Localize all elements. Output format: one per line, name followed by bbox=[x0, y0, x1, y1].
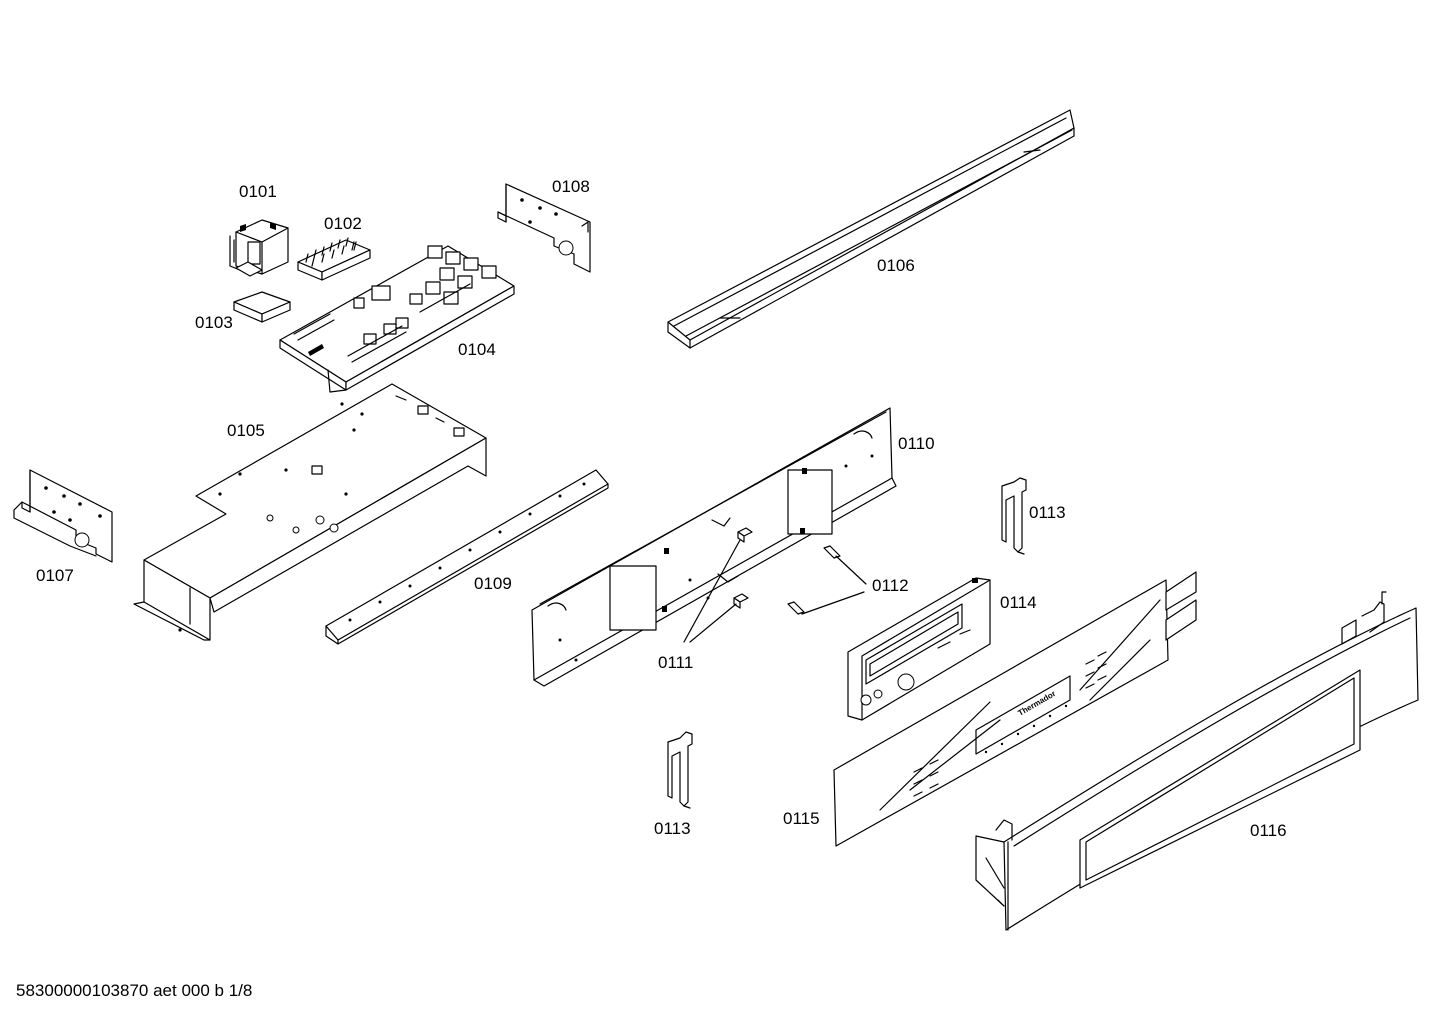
part-0108-side-bracket bbox=[497, 183, 591, 273]
part-labels: 0101 0102 0103 0104 0105 0106 0107 0108 … bbox=[36, 177, 1287, 840]
part-0114-display-board bbox=[847, 577, 991, 721]
document-code: 58300000103870 aet 000 b 1/8 bbox=[16, 981, 253, 1000]
part-0107-side-bracket bbox=[13, 469, 113, 563]
part-0105-base-plate bbox=[133, 383, 487, 641]
label-0101: 0101 bbox=[239, 182, 277, 201]
label-0115: 0115 bbox=[783, 809, 820, 828]
label-0109: 0109 bbox=[474, 574, 512, 593]
part-0115-front-panel: Thermador bbox=[833, 571, 1197, 847]
label-0112: 0112 bbox=[872, 576, 909, 595]
part-0111-clips bbox=[683, 527, 753, 643]
label-0106: 0106 bbox=[877, 256, 915, 275]
label-0104: 0104 bbox=[458, 340, 496, 359]
label-0102: 0102 bbox=[324, 214, 362, 233]
part-0112-pins bbox=[787, 545, 867, 615]
label-0114: 0114 bbox=[1000, 593, 1037, 612]
label-0116: 0116 bbox=[1250, 821, 1287, 840]
label-0113-upper: 0113 bbox=[1029, 503, 1066, 522]
part-0103-pad bbox=[233, 291, 291, 323]
label-0105: 0105 bbox=[227, 421, 265, 440]
label-0113-lower: 0113 bbox=[654, 819, 691, 838]
part-0116-handle-frame bbox=[975, 591, 1419, 931]
part-0102-terminal-block bbox=[297, 237, 371, 281]
label-0108: 0108 bbox=[552, 177, 590, 196]
part-0101-transformer bbox=[229, 219, 289, 277]
part-0113-bracket-upper bbox=[1001, 477, 1027, 555]
part-0106-long-channel bbox=[667, 109, 1075, 349]
label-0107: 0107 bbox=[36, 566, 74, 585]
part-0109-angle-bar bbox=[325, 469, 609, 645]
part-0104-control-board bbox=[279, 245, 515, 393]
label-0103: 0103 bbox=[195, 313, 233, 332]
label-0110: 0110 bbox=[898, 434, 935, 453]
label-0111: 0111 bbox=[658, 653, 693, 672]
part-0110-front-frame bbox=[531, 407, 897, 687]
part-0113-bracket-lower bbox=[667, 731, 693, 809]
